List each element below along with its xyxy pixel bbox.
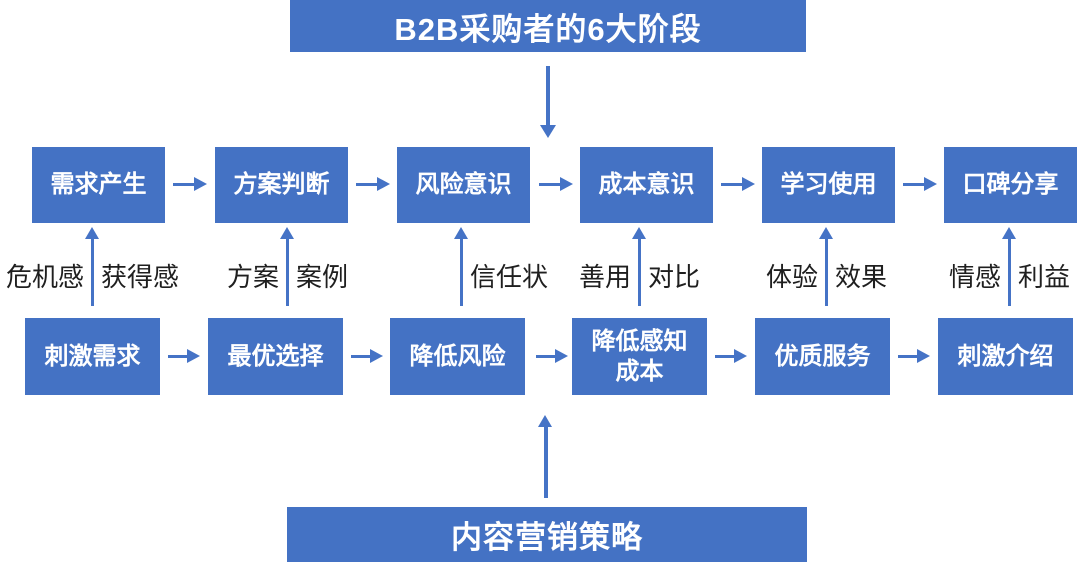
up-arrow-icon: [631, 227, 646, 306]
flow-arrow-icon: [536, 349, 568, 363]
connector-label-right: 信任状: [470, 262, 549, 292]
tactic-box-quality-service: 优质服务: [755, 318, 890, 395]
flow-arrow-icon: [168, 349, 200, 363]
connector-label-right: 获得感: [101, 262, 180, 292]
title-down-arrow: [539, 66, 556, 138]
connector-label-right: 效果: [835, 262, 888, 292]
tactic-box-stimulate-demand: 刺激需求: [25, 318, 160, 395]
top-banner: B2B采购者的6大阶段: [290, 0, 806, 52]
flow-arrow-icon: [351, 349, 383, 363]
up-arrow-icon: [1001, 227, 1016, 306]
tactic-box-best-choice: 最优选择: [208, 318, 343, 395]
strategy-up-arrow: [538, 415, 552, 498]
stage-box-risk: 风险意识: [397, 147, 530, 223]
connector-label-right: 利益: [1018, 262, 1071, 292]
stage-box-learning: 学习使用: [762, 147, 895, 223]
flow-arrow-icon: [539, 177, 573, 191]
connector-label-left: 情感: [948, 262, 1001, 292]
up-arrow-icon: [84, 227, 99, 306]
flow-arrow-icon: [715, 349, 747, 363]
flow-arrow-icon: [721, 177, 755, 191]
stage-box-demand: 需求产生: [32, 147, 165, 223]
tactic-box-reduce-risk: 降低风险: [390, 318, 525, 395]
stage-box-solution: 方案判断: [215, 147, 348, 223]
tactic-box-reduce-cost: 降低感知成本: [572, 318, 707, 395]
connector-label-left: 体验: [765, 262, 818, 292]
connector-label-left: 危机感: [5, 262, 84, 292]
bottom-banner: 内容营销策略: [287, 507, 807, 562]
flow-arrow-icon: [356, 177, 390, 191]
connector-label-left: 善用: [578, 262, 631, 292]
up-arrow-icon: [279, 227, 294, 306]
connector-label-left: 方案: [226, 262, 279, 292]
stage-box-cost: 成本意识: [580, 147, 713, 223]
flow-arrow-icon: [173, 177, 207, 191]
flow-arrow-icon: [903, 177, 937, 191]
tactic-box-stimulate-intro: 刺激介绍: [938, 318, 1073, 395]
connector-label-right: 对比: [648, 262, 701, 292]
up-arrow-icon: [453, 227, 468, 306]
flow-arrow-icon: [898, 349, 930, 363]
connector-label-right: 案例: [296, 262, 349, 292]
up-arrow-icon: [818, 227, 833, 306]
stage-box-referral: 口碑分享: [944, 147, 1077, 223]
